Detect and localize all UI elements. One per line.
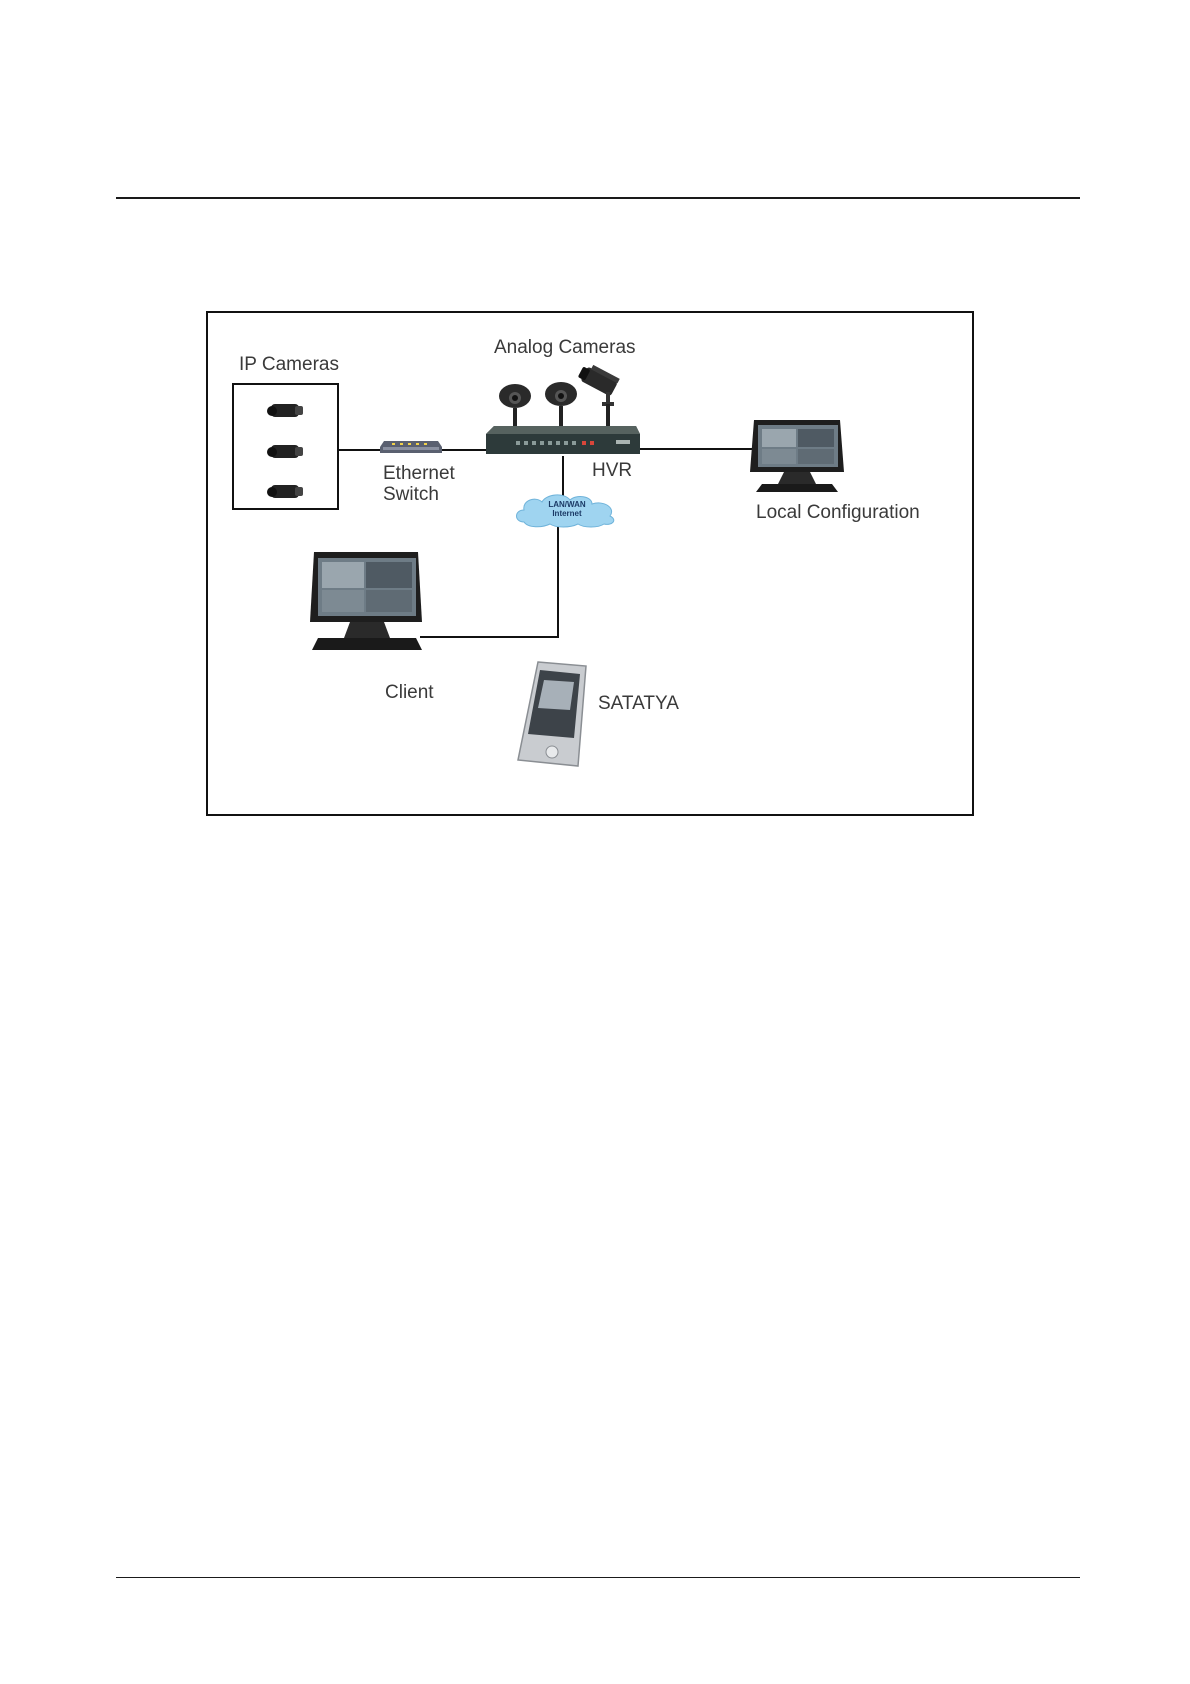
satatya-label: SATATYA bbox=[598, 693, 679, 715]
ip-camera-icon bbox=[265, 400, 307, 422]
cloud-to-client-line bbox=[420, 636, 559, 638]
dome-camera-icon bbox=[544, 380, 578, 430]
header-rule bbox=[116, 197, 1080, 199]
ip-cameras-label: IP Cameras bbox=[239, 354, 339, 376]
client-label: Client bbox=[385, 682, 434, 704]
cloud-label-line2: Internet bbox=[532, 509, 602, 518]
monitor-icon bbox=[748, 416, 846, 496]
smartphone-icon bbox=[514, 660, 592, 770]
cloud-label-line1: LAN/WAN bbox=[532, 500, 602, 509]
hvr-to-cloud-line bbox=[562, 456, 564, 496]
monitor-icon bbox=[308, 548, 426, 654]
hvr-label: HVR bbox=[592, 460, 632, 482]
cloud-down-line bbox=[557, 520, 559, 637]
hvr-device-icon bbox=[486, 424, 640, 460]
ethernet-switch-icon bbox=[380, 439, 442, 455]
ethernet-label: Ethernet bbox=[383, 463, 455, 485]
ip-camera-icon bbox=[265, 480, 307, 504]
analog-cameras-label: Analog Cameras bbox=[494, 337, 636, 359]
hvr-to-local-line bbox=[638, 448, 752, 450]
cloud-label: LAN/WAN Internet bbox=[532, 500, 602, 518]
switch-label: Switch bbox=[383, 484, 439, 506]
local-configuration-label: Local Configuration bbox=[756, 502, 920, 524]
ip-camera-icon bbox=[265, 440, 307, 464]
footer-rule bbox=[116, 1577, 1080, 1578]
